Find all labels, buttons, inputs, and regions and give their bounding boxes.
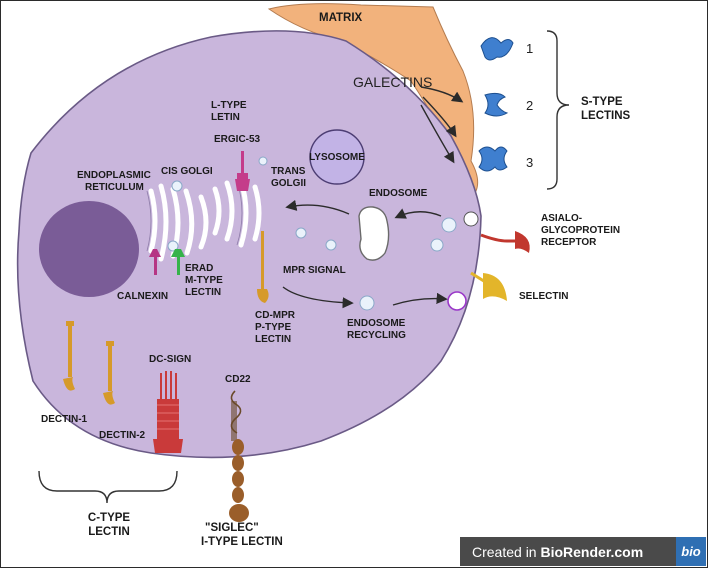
cd-mpr-label-2: P-TYPE [255,322,291,333]
cd-mpr-label: CD-MPR [255,310,296,321]
matrix-label: MATRIX [319,12,363,24]
asialoglycoprotein-receptor [480,231,530,253]
erad-label: ERAD [185,263,213,274]
dectin-2-label: DECTIN-2 [99,430,146,441]
c-type-label: C-TYPE [88,512,131,524]
selectin-receptor [470,271,507,301]
c-type-bracket [38,470,178,504]
vesicle [295,227,307,239]
number-3: 3 [526,155,533,170]
er-label: ENDOPLASMIC [77,170,151,181]
dectin-2-receptor [103,341,115,405]
trans-golgi-label-2: GOLGII [271,178,306,189]
lysosome [309,129,365,185]
lysosome-label: LYSOSOME [309,152,365,163]
arrows [282,86,464,309]
galectin-1 [480,37,514,61]
s-type-label-2: LECTINS [581,110,631,122]
c-type-label-2: LECTIN [88,526,130,538]
galectin-2 [484,92,509,117]
mpr-signal-label: MPR SIGNAL [283,265,346,276]
vesicle [430,238,444,252]
endosome-recycling-label: ENDOSOME [347,318,406,329]
endosome [358,206,390,261]
vesicle [171,180,183,192]
ergic-label: ERGIC-53 [214,134,261,145]
siglec-label-2: I-TYPE LECTIN [201,536,283,548]
biorender-logo: bio [676,537,706,566]
watermark-brand: BioRender.com [540,543,644,560]
dc-sign-label: DC-SIGN [149,354,191,365]
nucleus [39,201,139,297]
calnexin-label: CALNEXIN [117,291,168,302]
watermark-prefix: Created in [472,543,541,560]
cd22-siglec-receptor [229,390,249,522]
number-1: 1 [526,41,533,56]
watermark-text: Created in BioRender.com [460,544,676,560]
er-label-2: RETICULUM [85,182,144,193]
cd-mpr-receptor [257,231,269,303]
l-type-label-2: LETIN [211,112,240,123]
vesicle [463,211,479,227]
galectin-3 [478,146,508,172]
asialo-label: ASIALO- [541,213,582,224]
s-type-label: S-TYPE [581,96,623,108]
dectin-1-label: DECTIN-1 [41,414,88,425]
siglec-label: "SIGLEC" [205,522,259,534]
s-type-bracket [546,30,570,190]
number-2: 2 [526,98,533,113]
galectins-label: GALECTINS [353,74,432,90]
endosome-recycling-label-2: RECYCLING [347,330,406,341]
asialo-label-3: RECEPTOR [541,237,597,248]
asialo-label-2: GLYCOPROTEIN [541,225,620,236]
dectin-1-receptor [63,321,75,391]
recycling-vesicle-membrane [447,291,467,311]
erad-label-3: LECTIN [185,287,221,298]
l-type-label: L-TYPE [211,100,247,111]
vesicle [441,217,457,233]
biorender-watermark: Created in BioRender.com bio [460,537,706,566]
endosome-label: ENDOSOME [369,188,428,199]
calnexin-receptor [149,249,161,275]
vesicle [325,239,337,251]
dc-sign-receptor [153,371,183,453]
erad-receptor [171,249,185,275]
ergic-53-receptor [235,151,250,191]
cd-mpr-label-3: LECTIN [255,334,291,345]
selectin-label: SELECTIN [519,291,568,302]
trans-golgi-label: TRANS [271,166,306,177]
cell-body [16,30,482,459]
vesicle [258,156,268,166]
recycling-vesicle [359,295,375,311]
cd22-label: CD22 [225,374,251,385]
erad-label-2: M-TYPE [185,275,223,286]
vesicle [167,240,179,252]
cis-golgi-label: CIS GOLGI [161,166,213,177]
